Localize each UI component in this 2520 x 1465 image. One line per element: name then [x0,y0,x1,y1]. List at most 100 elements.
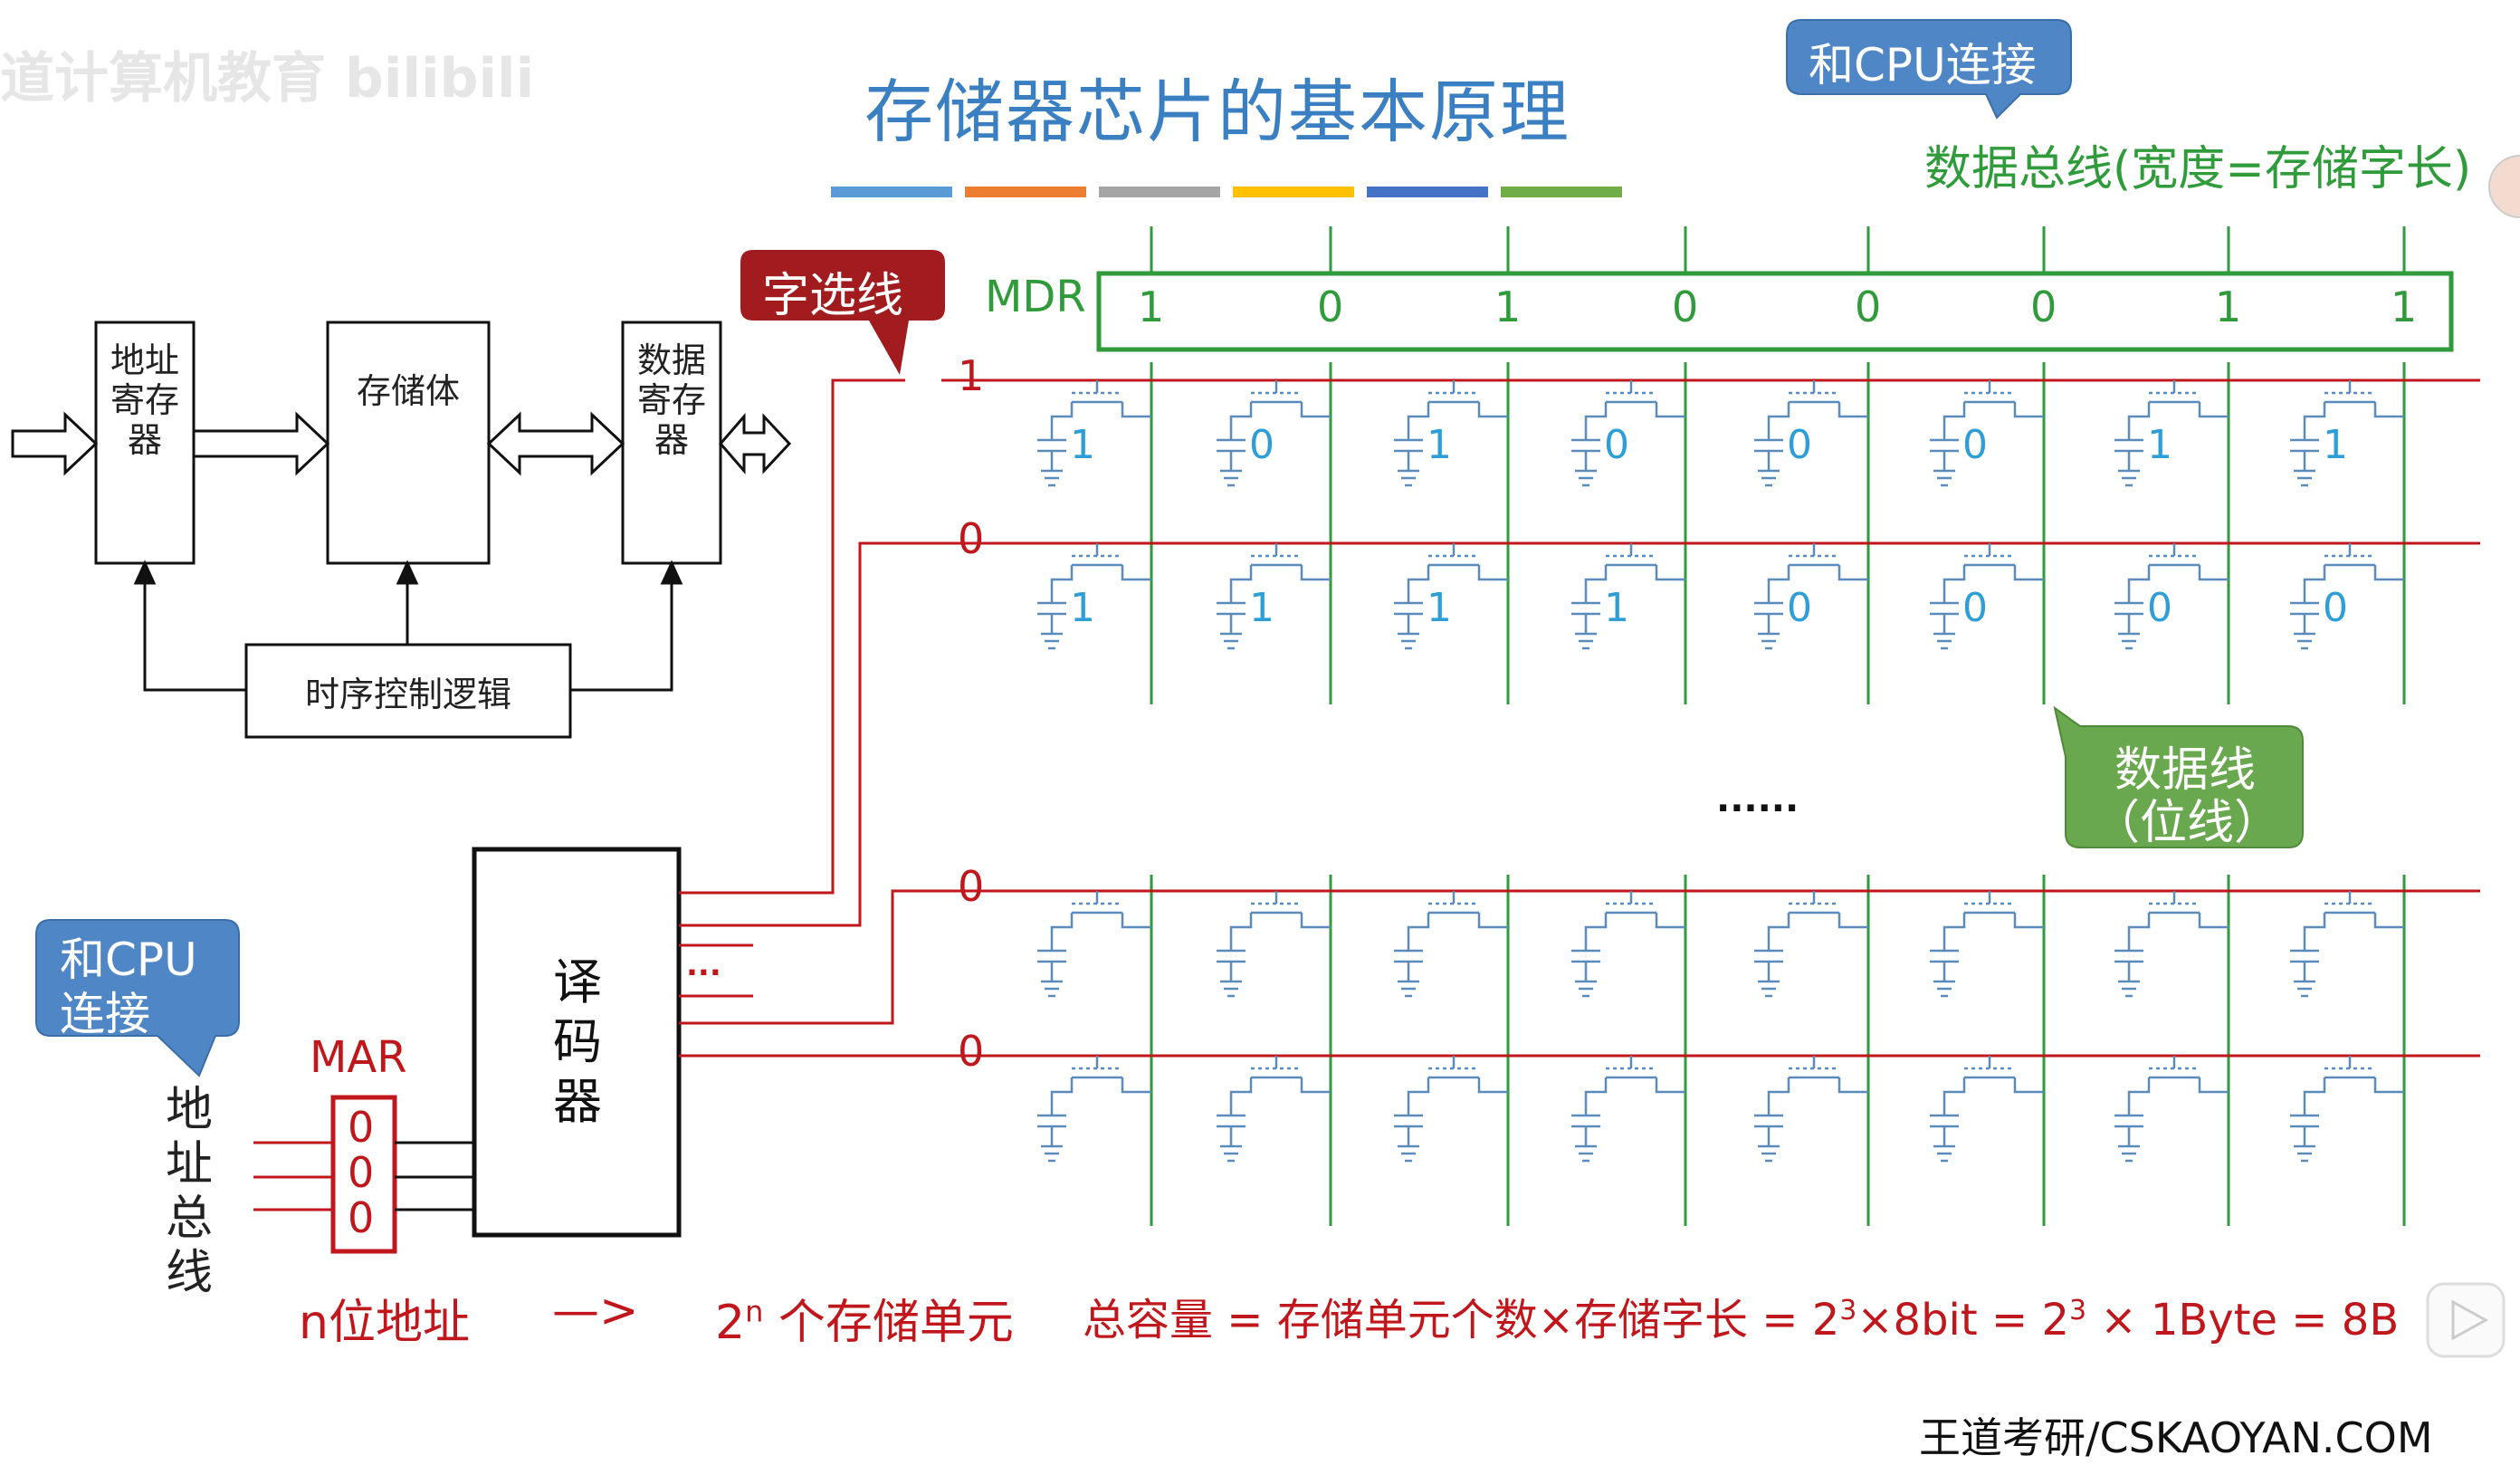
callout-cpu-left-bubble [35,919,240,1077]
avatar [2488,155,2520,218]
memory-cell [2290,891,2404,998]
storage-body-label: 存储体 [356,371,460,411]
memory-cell [1394,891,1508,998]
watermark: 道计算机教育 bilibili [0,47,535,110]
address-bus-lines [253,1141,333,1211]
cell-value: 0 [1604,422,1629,468]
memory-cell [1037,543,1151,650]
memory-cell [1394,1056,1508,1163]
formula-arrow: —> [552,1284,639,1338]
memory-cell [2114,891,2229,998]
callout-word-select-bubble [740,250,945,375]
title-underline [831,187,1622,197]
cell-value: 0 [1787,422,1812,468]
memory-cell [2114,1056,2229,1163]
data-register-label: 数据寄存器 [636,340,706,460]
mdr-bit: 0 [2030,282,2057,331]
mar-box [330,1095,397,1254]
callout-cpu-left-line1: 和CPU [60,934,197,986]
underline-stripe [831,187,952,197]
addr-to-body-arrow [192,411,330,476]
input-arrow [11,411,99,476]
body-data-double-arrow [486,411,625,476]
cell-value: 0 [1962,422,1988,468]
storage-units-formula: 2n 个存储单元 [715,1294,1014,1350]
slide: 道计算机教育 bilibili 存储器芯片的基本原理 [0,19,2520,1462]
underline-stripe [1501,187,1622,197]
memory-cell [1571,380,1685,487]
cell-value: 1 [1070,422,1095,468]
underline-stripe [1367,187,1488,197]
cell-value: 1 [1249,585,1274,631]
data-bus-label: 数据总线(宽度=存储字长) [1924,142,2472,196]
footer-watermark: 王道考研/CSKAOYAN.COM [1919,1413,2433,1462]
mar-label: MAR [310,1032,407,1083]
memory-cell [1037,380,1151,487]
address-register-label: 地址寄存器 [110,340,179,460]
memory-cell [1571,1056,1685,1163]
array-ellipsis: ...... [1716,779,1799,820]
memory-cell [1930,891,2044,998]
underline-stripe [1233,187,1354,197]
word-lines [941,378,2480,1058]
page-title: 存储器芯片的基本原理 [864,72,1570,152]
data-out-double-arrow [719,412,792,475]
word-line-label: 0 [958,514,985,563]
bit-lines [1150,362,2406,1226]
capacity-formula: 总容量 = 存储单元个数×存储字长 = 23×8bit = 23 × 1Byte… [1083,1295,2400,1345]
memory-cell [1754,543,1868,650]
storage-body-box [326,321,491,565]
cell-value: 0 [1787,585,1812,631]
memory-cell [1754,1056,1868,1163]
memory-cell [1394,543,1508,650]
mdr-bit: 0 [1317,282,1344,331]
cell-value: 1 [2147,422,2172,468]
underline-stripe [965,187,1086,197]
callout-word-select: 字选线 [762,269,904,323]
cell-value: 1 [1427,422,1452,468]
memory-cell [1571,543,1685,650]
callout-cpu-top-bubble [1786,19,2072,120]
callout-bit-line: （位线） [2092,796,2281,850]
block-diagram [11,321,792,739]
callout-data-line-bubble [2053,705,2304,848]
decoder-outputs [679,378,941,1058]
cell-value: 0 [1962,585,1988,631]
mdr-bit: 1 [1138,282,1165,331]
memory-cell [1571,891,1685,998]
callout-data-line: 数据线 [2114,743,2256,798]
memory-cell [2290,380,2404,487]
memory-cell [1217,380,1331,487]
memory-cell [1930,543,2044,650]
memory-cell [1930,380,2044,487]
cell-value: 1 [1604,585,1629,631]
mdr-bit: 1 [1494,282,1522,331]
memory-cells [1037,380,2404,1163]
mar-bit: 0 [348,1193,375,1242]
mar-bit: 0 [348,1148,375,1197]
cell-value: 0 [2323,585,2348,631]
word-line-label: 0 [958,1027,985,1076]
cell-value: 1 [2323,422,2348,468]
memory-cell [2114,543,2229,650]
memory-cell [1217,891,1331,998]
mar-to-decoder-lines [395,1141,474,1211]
memory-cell [1930,1056,2044,1163]
memory-cell [2290,543,2404,650]
n-bit-address: n位地址 [299,1296,470,1350]
memory-cell [2290,1056,2404,1163]
underline-stripe [1099,187,1220,197]
memory-cell [1394,380,1508,487]
memory-cell [1217,543,1331,650]
callout-cpu-top: 和CPU连接 [1809,39,2037,91]
decoder-ellipsis: ... [686,947,721,983]
cell-value: 1 [1427,585,1452,631]
play-icon [2451,1299,2489,1341]
memory-cell [1754,891,1868,998]
control-line-left [143,579,246,692]
mar-bit: 0 [348,1103,375,1152]
memory-cell [1754,380,1868,487]
timing-control-label: 时序控制逻辑 [304,675,511,714]
mdr-bit: 1 [2391,282,2418,331]
memory-chip-diagram [11,19,2520,1358]
